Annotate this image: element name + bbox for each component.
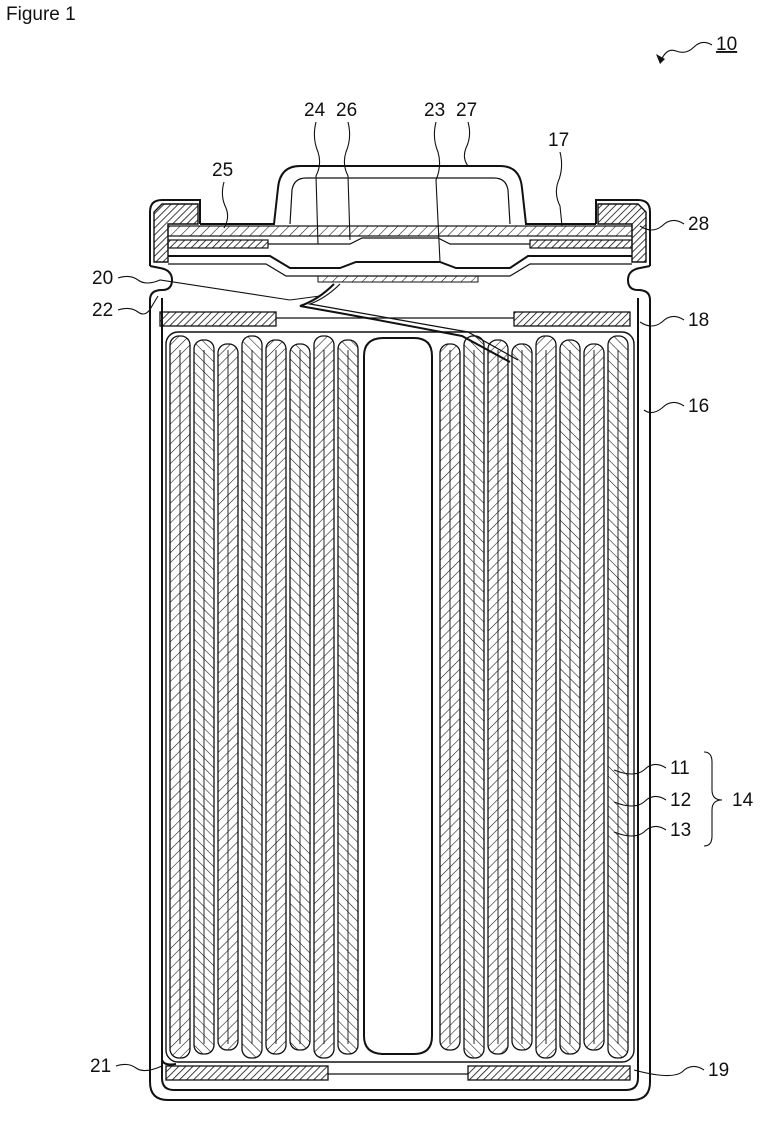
- label-28: 28: [688, 214, 709, 235]
- center-hollow: [364, 338, 432, 1054]
- label-13: 13: [670, 820, 691, 841]
- label-25: 25: [212, 160, 233, 181]
- lower-insulating-plate: [166, 1066, 630, 1080]
- label-14: 14: [732, 790, 754, 811]
- ref-numeral-10: 10: [716, 34, 737, 55]
- label-24: 24: [304, 100, 326, 121]
- label-19: 19: [708, 1060, 729, 1081]
- label-20: 20: [92, 268, 113, 289]
- label-26: 26: [336, 100, 357, 121]
- label-27: 27: [456, 100, 477, 121]
- cap-plate: [168, 226, 632, 236]
- label-12: 12: [670, 790, 691, 811]
- label-21: 21: [90, 1056, 111, 1077]
- figure-title: Figure 1: [6, 4, 76, 25]
- electrode-assembly: [166, 332, 634, 1062]
- label-11: 11: [670, 758, 690, 779]
- label-23: 23: [424, 100, 445, 121]
- label-18: 18: [688, 310, 709, 331]
- ref-10-leader: [660, 42, 712, 63]
- sealing-assembly: [168, 166, 632, 282]
- label-17: 17: [548, 130, 569, 151]
- label-22: 22: [92, 300, 113, 321]
- label-16: 16: [688, 396, 709, 417]
